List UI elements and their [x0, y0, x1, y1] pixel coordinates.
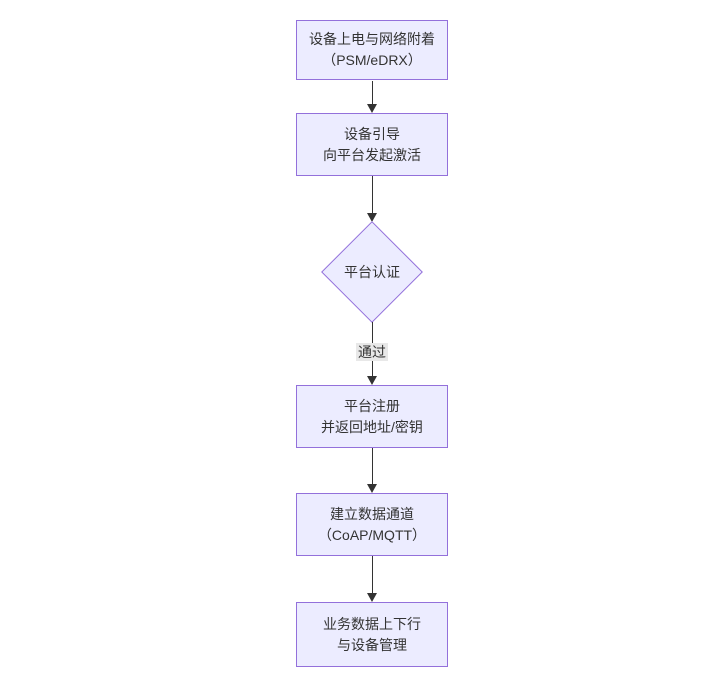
edge-label-pass: 通过: [356, 343, 388, 361]
decision-platform-auth: 平台认证: [320, 221, 424, 323]
arrowhead-down-icon: [367, 104, 377, 113]
node-platform-register-label: 平台注册 并返回地址/密钥: [321, 397, 423, 435]
arrowhead-down-icon: [367, 376, 377, 385]
node-platform-register: 平台注册 并返回地址/密钥: [296, 385, 448, 448]
flow-arrow-line-2: [372, 176, 373, 213]
node-bootstrap-activate-label: 设备引导 向平台发起激活: [323, 125, 421, 163]
node-device-power-attach: 设备上电与网络附着 （PSM/eDRX）: [296, 20, 448, 80]
arrowhead-down-icon: [367, 484, 377, 493]
flow-arrow-line-1: [372, 81, 373, 104]
decision-platform-auth-label: 平台认证: [344, 263, 400, 280]
arrowhead-down-icon: [367, 213, 377, 222]
flow-arrow-line-5: [372, 556, 373, 593]
node-bootstrap-activate: 设备引导 向平台发起激活: [296, 113, 448, 176]
node-business-data-mgmt: 业务数据上下行 与设备管理: [296, 602, 448, 667]
node-device-power-attach-label: 设备上电与网络附着 （PSM/eDRX）: [309, 31, 435, 68]
node-data-channel: 建立数据通道 （CoAP/MQTT）: [296, 493, 448, 556]
arrowhead-down-icon: [367, 593, 377, 602]
flow-arrow-line-4: [372, 448, 373, 484]
node-data-channel-label: 建立数据通道 （CoAP/MQTT）: [317, 505, 427, 543]
node-business-data-mgmt-label: 业务数据上下行 与设备管理: [323, 615, 421, 653]
